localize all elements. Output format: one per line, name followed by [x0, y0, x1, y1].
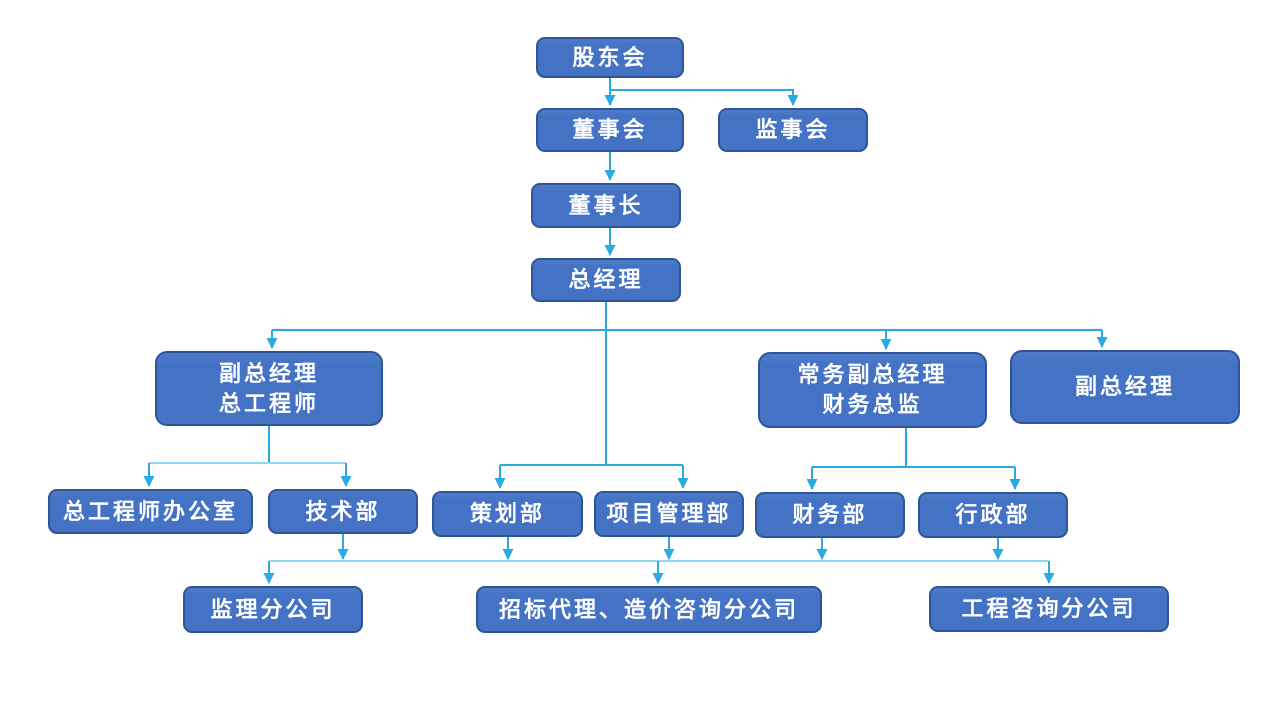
org-node-label: 财务总监 — [822, 392, 923, 417]
org-node-label: 策划部 — [469, 501, 545, 527]
org-node-label: 行政部 — [955, 502, 1031, 528]
org-node-chief-engineer-office: 总工程师办公室 — [48, 489, 253, 534]
org-node-label: 技术部 — [305, 498, 381, 524]
org-node-supervision-branch: 监理分公司 — [183, 586, 363, 633]
org-node-project-management-dept: 项目管理部 — [594, 491, 744, 537]
org-node-label: 财务部 — [792, 502, 868, 528]
org-node-bidding-cost-branch: 招标代理、造价咨询分公司 — [476, 586, 822, 633]
org-node-label: 招标代理、造价咨询分公司 — [498, 596, 799, 622]
org-node-chairman: 董事长 — [531, 183, 681, 228]
org-node-label: 总工程师办公室 — [62, 498, 238, 524]
org-node-label: 监事会 — [755, 117, 831, 143]
org-node-label: 总经理 — [568, 267, 644, 293]
connector-line — [610, 89, 799, 106]
org-node-planning-dept: 策划部 — [432, 491, 583, 537]
org-node-general-manager: 总经理 — [531, 258, 681, 302]
org-node-label: 副总经理 — [218, 360, 319, 386]
org-node-label: 董事长 — [568, 192, 644, 218]
org-node-label: 董事会 — [572, 117, 648, 143]
org-node-technology-dept: 技术部 — [268, 489, 418, 534]
org-node-deputy-gm: 副总经理 — [1010, 350, 1240, 424]
org-node-finance-dept: 财务部 — [755, 492, 905, 538]
org-node-deputy-gm-chief-engineer: 副总经理总工程师 — [155, 351, 383, 426]
org-node-label: 副总经理 — [1074, 374, 1175, 400]
org-node-label: 监理分公司 — [210, 596, 336, 622]
org-node-board-of-directors: 董事会 — [536, 108, 684, 152]
org-node-label: 常务副总经理 — [797, 362, 948, 388]
org-node-label: 工程咨询分公司 — [961, 596, 1137, 622]
org-node-exec-deputy-gm-cfo: 常务副总经理财务总监 — [758, 352, 987, 428]
org-node-label: 股东会 — [572, 44, 648, 70]
org-node-shareholders-meeting: 股东会 — [536, 37, 684, 78]
org-node-supervisory-board: 监事会 — [718, 108, 868, 152]
org-node-administration-dept: 行政部 — [918, 492, 1068, 538]
org-node-label: 项目管理部 — [606, 501, 732, 527]
org-node-label: 总工程师 — [218, 390, 319, 416]
org-node-engineering-consult-branch: 工程咨询分公司 — [929, 586, 1169, 632]
